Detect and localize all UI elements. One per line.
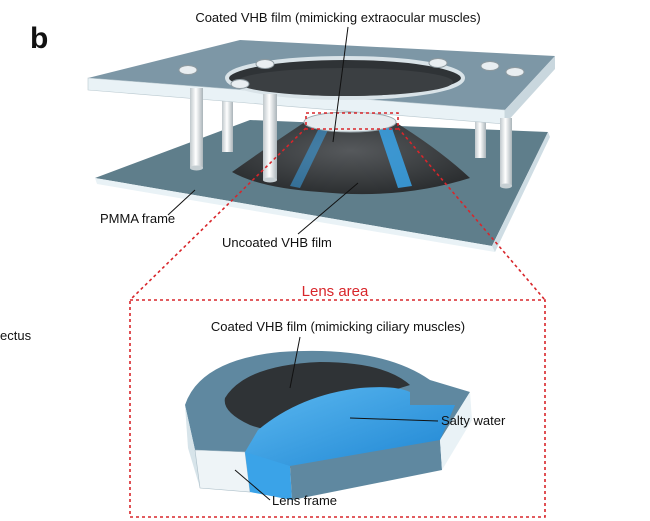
bolt [230, 79, 250, 89]
post-back-right [475, 108, 486, 158]
label-lens-area: Lens area [302, 283, 369, 300]
post-front-left [190, 88, 203, 168]
electrode-stripe-2 [290, 130, 328, 188]
lens-area-box [129, 299, 546, 518]
bolt [480, 61, 500, 71]
post-front-mid [263, 94, 277, 180]
base-plate-edge [95, 178, 495, 252]
post-foot [263, 177, 277, 183]
coated-vhb-film-top [237, 68, 453, 96]
label-lens-frame: Lens frame [272, 493, 337, 508]
uncoated-vhb-film [232, 122, 470, 195]
leader-uncoated [297, 182, 359, 235]
post-back-left [222, 92, 233, 152]
leader-salty-water [349, 417, 439, 422]
leader-pmma [167, 189, 196, 216]
lens-frame-right-face [440, 392, 472, 470]
label-uncoated: Uncoated VHB film [222, 235, 332, 250]
panel-letter: b [30, 22, 48, 55]
bolt [178, 65, 198, 75]
electrode-stripe-1 [378, 128, 412, 188]
post-foot [190, 165, 203, 171]
label-salty-water: Salty water [441, 413, 506, 428]
label-pmma-frame: PMMA frame [100, 211, 175, 226]
bolt [255, 59, 275, 69]
label-coated-top: Coated VHB film (mimicking extraocular m… [195, 10, 480, 25]
label-coated-ciliary: Coated VHB film (mimicking ciliary muscl… [211, 319, 465, 334]
lens-frame-cut-face [194, 449, 251, 493]
base-plate-side [492, 132, 550, 252]
post-foot [500, 183, 512, 189]
bolt [428, 58, 448, 68]
coated-vhb-film-ciliary [224, 362, 410, 432]
actuator-device [87, 40, 555, 252]
lens-frame-wall-left [185, 405, 200, 488]
clipped-label: ectus [0, 328, 32, 343]
top-plate-side [505, 56, 555, 124]
salty-water-region [245, 387, 455, 467]
lens-cutaway [185, 350, 472, 500]
leader-lens-frame [234, 469, 271, 501]
lens-ring [303, 111, 397, 133]
zoom-line-left [129, 127, 307, 301]
lens-frame-front [290, 440, 442, 500]
bolts [178, 58, 525, 89]
leader-coated-top [332, 26, 349, 143]
zoom-line-right [397, 127, 546, 301]
leader-coated-ciliary [289, 336, 301, 389]
bolt [505, 67, 525, 77]
post-front-right [500, 118, 512, 186]
